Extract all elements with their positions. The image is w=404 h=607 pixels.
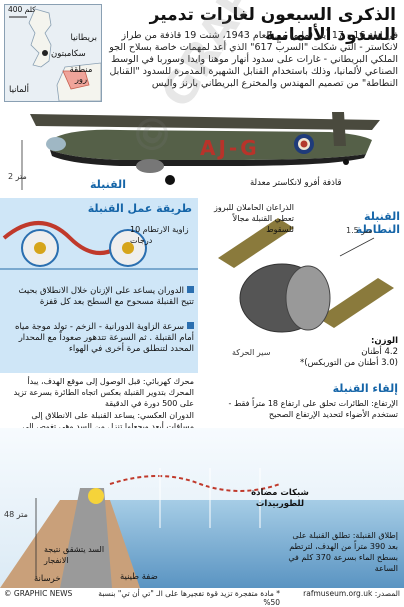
map-label-germany: ألمانيا <box>9 85 29 95</box>
how-text-2: سرعة الزاوية الدورانية - الزخم - تولد مو… <box>15 322 194 354</box>
credit: © GRAPHIC NEWS <box>4 589 73 598</box>
plane-height-label: 2 متر <box>8 172 27 181</box>
location-map: 400 كلم بريطانيا سكامبتون منطقة رور ألما… <box>4 4 102 102</box>
footer: © GRAPHIC NEWS * مادة متفجرة تزيد قوة تف… <box>0 588 404 607</box>
concrete-label: خرسانة <box>34 574 61 584</box>
how-it-works-panel: طريقة عمل القنبلة زاوية الارتطام 10 درجا… <box>0 198 198 373</box>
torpedo-nets: شبكات مضادة للطوربيدات <box>251 488 309 509</box>
bouncing-bomb-panel: القنبلة النطاطة الذراعان الحاملان للبروز… <box>198 198 404 373</box>
lancaster-graphic <box>21 112 380 190</box>
lancaster-illustration: AJ-G 2 متر القنبلة قاذفة أفرو لانكاستر م… <box>0 100 404 196</box>
bomb-diagram <box>218 218 394 333</box>
impact-angle: زاوية الارتطام 10 درجات <box>130 225 189 245</box>
dam-height: 48 متر <box>4 510 28 519</box>
how-text-1: الدوران يساعد على الإزنان خلال الانطلاق … <box>18 286 194 307</box>
map-scale: 400 كلم <box>8 5 36 14</box>
motor-text: محرك كهربائي: قبل الوصول إلى موقع الهدف،… <box>13 377 194 408</box>
bomb-arms: الذراعان الحاملان للبروز تعطي القنبلة مج… <box>214 203 294 234</box>
dam-diagram <box>0 468 281 588</box>
squadron-code: AJ-G <box>200 136 260 160</box>
map-graphic <box>9 8 101 101</box>
reservoir-water <box>110 500 404 588</box>
map-label-britain: بريطانيا <box>70 33 97 43</box>
source: المصدر: rafmuseum.org.uk <box>303 589 400 598</box>
plane-bomb-label: القنبلة <box>90 178 126 191</box>
altitude-text: الإرتفاع: الطائرات تحلق على ارتفاع 18 مت… <box>228 399 398 419</box>
map-label-ruhr: منطقة رور <box>69 65 93 85</box>
how-heading: طريقة عمل القنبلة <box>87 202 192 215</box>
bomb-heading: القنبلة النطاطة <box>355 210 400 236</box>
bomb-width: 1.5 متر <box>346 226 373 235</box>
map-label-scampton: سكامبتون <box>51 49 86 59</box>
dam-cracks: السد يتشقق نتيجة الانفجار <box>44 545 105 565</box>
bomb-weight: الوزن: 4.2 أطنان (3.0 أطنان من التوربكس)… <box>300 336 398 368</box>
intro-text: في ليلة 16 - 17 أيار (مايو) من العام 194… <box>109 30 398 89</box>
release-text: إطلاق القنبلة: تطلق القنبلة على بعد 390 … <box>288 531 398 573</box>
drop-heading: إلقاء القنبلة <box>332 382 398 395</box>
footnote: * مادة متفجرة تزيد قوة تفجيرها على الـ "… <box>98 589 280 607</box>
bounce-diagram <box>0 221 198 270</box>
plane-caption: قاذفة أفرو لانكاستر معدلة <box>250 178 342 188</box>
drive-belt: سير الحركة <box>232 348 271 357</box>
page-title: الذكرى السبعون لغارات تدمير السدود الألم… <box>149 5 396 45</box>
earth-bank-label: ضفة طينية <box>120 572 158 582</box>
